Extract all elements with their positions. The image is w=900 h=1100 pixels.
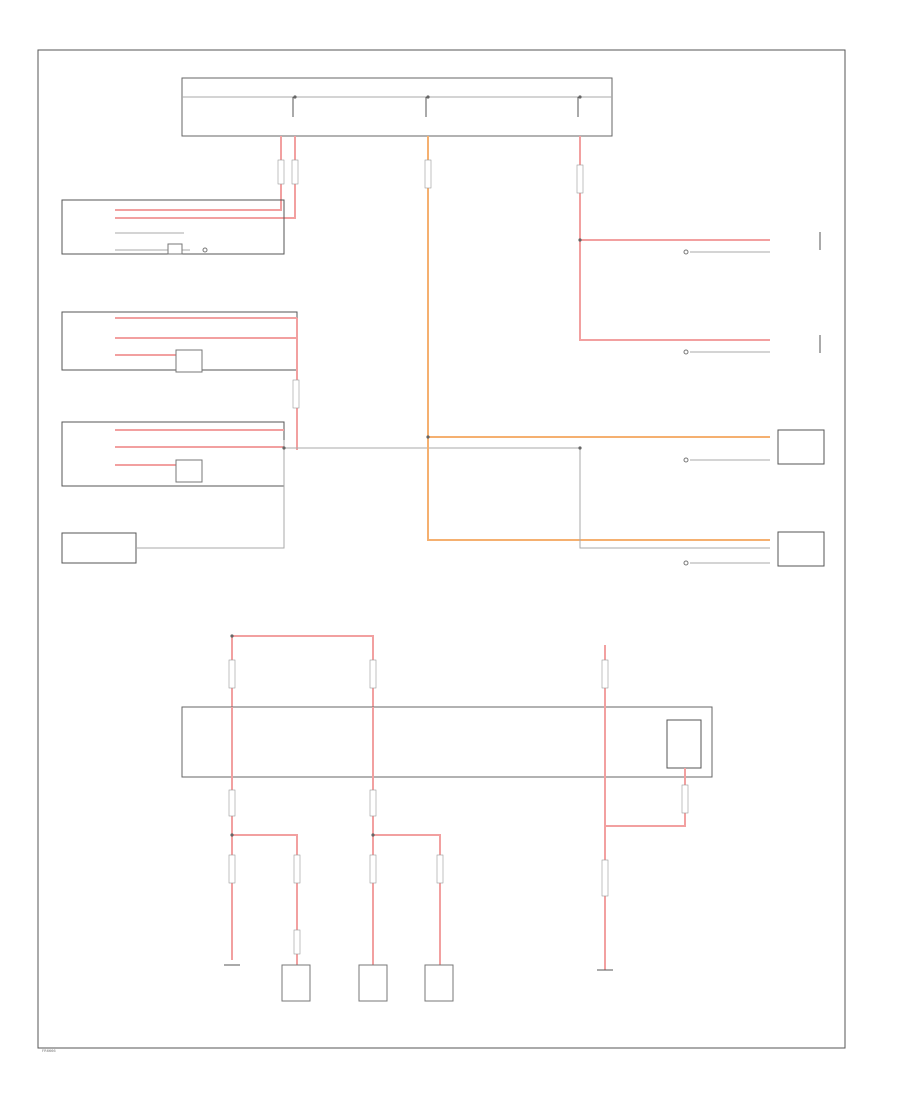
lamp-3 bbox=[175, 459, 203, 483]
node-gray-left bbox=[282, 446, 286, 450]
fuse-node-2 bbox=[426, 95, 430, 99]
component-bottom-2 bbox=[358, 964, 388, 1002]
left-component-3 bbox=[61, 421, 285, 487]
right-component-1 bbox=[777, 429, 825, 465]
wire-label-13 bbox=[293, 854, 301, 884]
wire-lower-mid-split bbox=[372, 777, 441, 965]
left-component-3-wires bbox=[115, 429, 284, 466]
component-bottom-3 bbox=[424, 964, 454, 1002]
lamp-1 bbox=[167, 243, 183, 255]
wire-label-17 bbox=[293, 929, 301, 955]
fuse-block-top bbox=[181, 77, 613, 137]
switch-1 bbox=[202, 247, 208, 253]
node-gray-right bbox=[578, 446, 582, 450]
lamp-2 bbox=[175, 349, 203, 373]
wire-label-11 bbox=[369, 789, 377, 817]
wire-orange-main bbox=[427, 136, 770, 541]
fuse-block-bottom bbox=[181, 706, 713, 778]
wire-lower-top-link bbox=[232, 635, 374, 707]
wire-label-15 bbox=[436, 854, 444, 884]
wire-label-9 bbox=[681, 784, 689, 814]
fuse-node-1 bbox=[293, 95, 297, 99]
fuse-node-3 bbox=[578, 95, 582, 99]
wire-gray-right bbox=[579, 448, 770, 549]
node-pink-right bbox=[578, 238, 582, 242]
switch-right-1 bbox=[683, 249, 689, 255]
wire-label-10 bbox=[228, 789, 236, 817]
wire-label-7 bbox=[369, 659, 377, 689]
wire-lower-left-split bbox=[231, 777, 298, 965]
footer-code: FR6666 bbox=[42, 1049, 56, 1053]
wire-label-12 bbox=[228, 854, 236, 884]
node-orange-branch bbox=[426, 435, 430, 439]
left-component-4 bbox=[61, 532, 137, 564]
right-ground-wires bbox=[690, 251, 770, 564]
ground-symbols bbox=[224, 964, 613, 971]
wire-feed-rear-lamp-a bbox=[115, 136, 282, 211]
wire-label-8 bbox=[601, 659, 609, 689]
switch-right-4 bbox=[683, 560, 689, 566]
node-lower-left bbox=[230, 833, 234, 837]
right-component-2 bbox=[777, 531, 825, 567]
wire-label-14 bbox=[369, 854, 377, 884]
switch-right-2 bbox=[683, 349, 689, 355]
wire-pink-right bbox=[579, 136, 770, 341]
wire-label-3 bbox=[292, 379, 300, 409]
fuse-legs bbox=[292, 97, 579, 117]
component-bottom-1 bbox=[281, 964, 311, 1002]
fuse-block-bottom-legs bbox=[231, 645, 606, 970]
left-component-2-wires bbox=[115, 317, 297, 356]
switch-right-3 bbox=[683, 457, 689, 463]
wire-label-1 bbox=[277, 159, 285, 185]
wire-label-4 bbox=[424, 159, 432, 189]
wire-label-2 bbox=[291, 159, 299, 185]
node-lower-top bbox=[230, 634, 234, 638]
wire-label-5 bbox=[576, 164, 584, 194]
diagram-border bbox=[37, 49, 846, 1049]
wire-label-16 bbox=[601, 859, 609, 897]
left-component-4-wire bbox=[136, 440, 285, 549]
node-lower-mid bbox=[371, 833, 375, 837]
wire-feed-rear-lamp-b bbox=[115, 136, 296, 219]
wire-label-6 bbox=[228, 659, 236, 689]
